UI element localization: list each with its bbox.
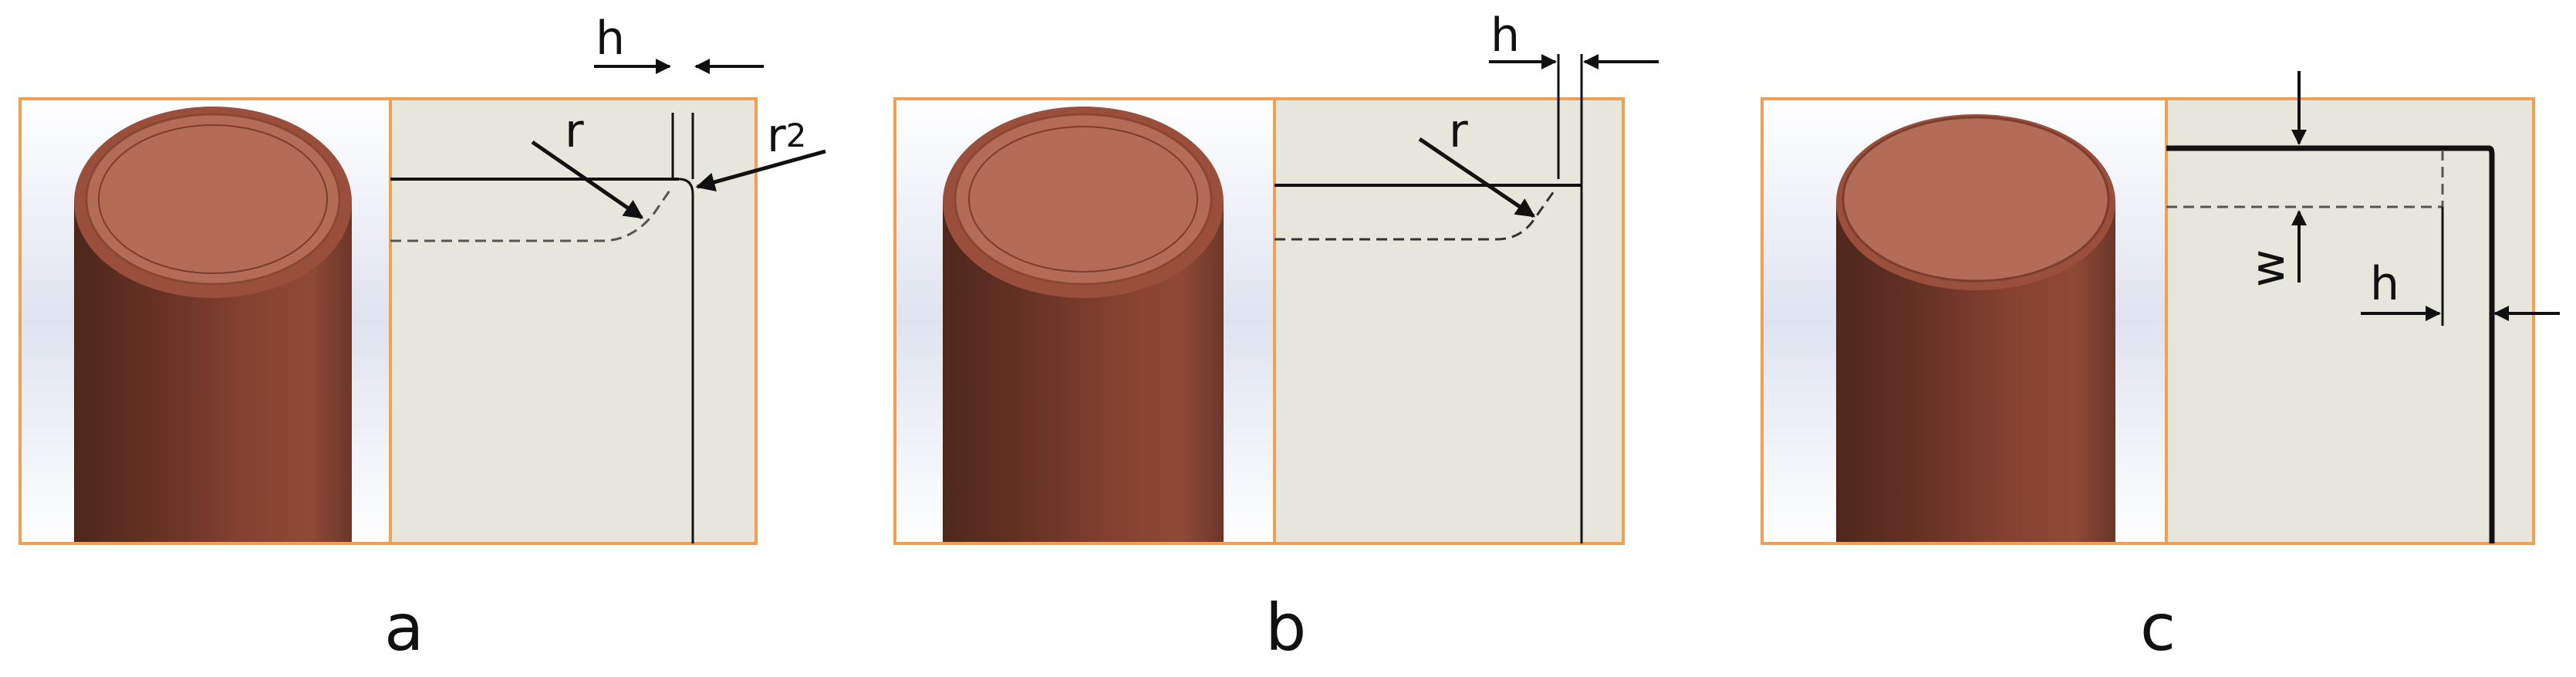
panel-b-pin xyxy=(943,107,1224,542)
pin-fillet-edge xyxy=(98,124,328,274)
caption-c: c xyxy=(2140,590,2176,665)
panel-b: h r b xyxy=(893,8,1659,665)
panel-b-section-bg xyxy=(1274,100,1622,542)
label-r: r xyxy=(1449,104,1468,158)
radius-r-arrow xyxy=(531,140,644,220)
label-r2-sub: 2 xyxy=(786,117,807,154)
panel-c: w h c xyxy=(1761,71,2560,665)
caption-b: b xyxy=(1265,590,1306,665)
edge-line xyxy=(678,178,694,543)
label-r2: r2 xyxy=(767,109,806,163)
radius-r-arrow xyxy=(1418,137,1536,218)
panel-a: h r r2 a xyxy=(19,12,826,665)
pin-chamfer-edge xyxy=(968,126,1198,272)
label-h: h xyxy=(2370,257,2399,311)
panel-a-pin xyxy=(74,107,352,542)
panel-a-section xyxy=(390,59,826,543)
panel-a-section-bg xyxy=(390,100,755,542)
pin-face xyxy=(954,113,1213,286)
label-w: w xyxy=(2241,249,2295,287)
label-h: h xyxy=(596,12,625,66)
radius-r2-arrow xyxy=(695,149,826,192)
panel-c-section xyxy=(2166,71,2560,543)
pin-face xyxy=(85,113,341,286)
profile-dashed xyxy=(1274,191,1555,241)
pin-face xyxy=(1842,116,2110,283)
label-h: h xyxy=(1491,8,1520,63)
panel-b-section xyxy=(1274,54,1659,543)
caption-a: a xyxy=(384,590,424,665)
panel-c-pin xyxy=(1836,114,2115,542)
label-r2-main: r xyxy=(767,109,786,163)
panel-c-section-bg xyxy=(2166,100,2532,542)
label-r: r xyxy=(565,104,584,158)
edge-line xyxy=(2488,145,2495,543)
fillet-profile-dashed xyxy=(390,188,673,242)
